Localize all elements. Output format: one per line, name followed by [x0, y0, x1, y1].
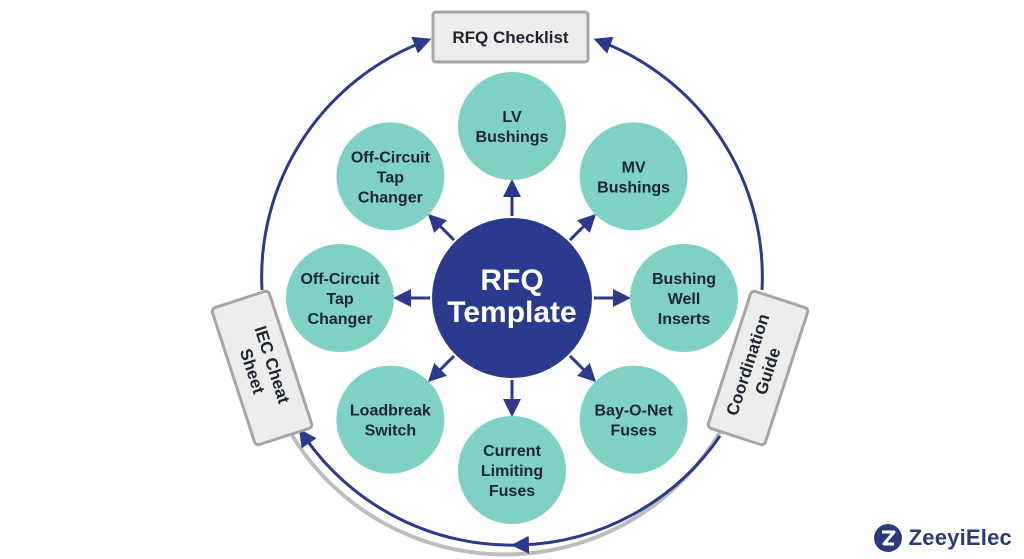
node-mv-bushings: MV Bushings — [579, 122, 688, 231]
rfq-checklist-label: RFQ Checklist — [452, 28, 569, 47]
cycle-arrow-bottom-to-left — [298, 428, 521, 547]
node-circle — [286, 244, 394, 352]
cycle-arrow-right-to-bottom — [511, 435, 722, 554]
spoke-arrow-off-circuit-tap-changer-2 — [427, 213, 456, 242]
node-label-line: Limiting — [481, 463, 543, 480]
node-circle — [458, 416, 566, 524]
node-circle — [579, 365, 688, 474]
node-label-line: Bushing — [652, 271, 716, 288]
node-label-line: Changer — [308, 311, 373, 328]
spoke-arrow-bay-o-net-fuses — [568, 354, 597, 383]
brand-name: ZeeyiElec — [908, 525, 1012, 550]
cycle-arrow-left-to-top — [260, 36, 432, 291]
node-label-line: Tap — [326, 291, 353, 308]
outer-ring-gray-arc — [288, 430, 722, 557]
node-label-line: Current — [483, 443, 541, 460]
node-label-line: MV — [622, 159, 646, 176]
node-label-line: Fuses — [610, 423, 656, 440]
cycle-arrow-top-to-right — [593, 36, 764, 291]
center-title-line-1: RFQ — [480, 264, 543, 297]
brand-logo: ZeeyiElec — [873, 523, 1012, 553]
node-label-line: Off-Circuit — [351, 149, 431, 166]
spoke-arrow-loadbreak-switch — [427, 354, 456, 383]
node-circle — [336, 122, 445, 231]
node-label-line: Tap — [377, 169, 404, 186]
spoke-arrows — [393, 179, 631, 417]
rfq-checklist-box: RFQ Checklist — [431, 10, 590, 64]
node-label-line: LV — [502, 109, 522, 126]
node-label-line: Bushings — [597, 179, 670, 196]
satellite-nodes: LVBushingsMVBushingsBushingWellInsertsBa… — [286, 72, 738, 524]
node-circle — [579, 122, 688, 231]
node-label-line: Changer — [358, 189, 423, 206]
center-hub: RFQ Template — [432, 218, 592, 378]
node-label-line: Loadbreak — [350, 403, 431, 420]
node-label-line: Bay-O-Net — [595, 403, 674, 420]
node-circle — [630, 244, 738, 352]
node-lv-bushings: LV Bushings — [458, 72, 566, 180]
node-label-line: Inserts — [658, 311, 711, 328]
node-circle — [336, 365, 445, 474]
node-label-line: Bushings — [476, 129, 549, 146]
node-label-line: Off-Circuit — [300, 271, 380, 288]
node-circle — [458, 72, 566, 180]
node-label-line: Switch — [365, 423, 417, 440]
spoke-arrow-mv-bushings — [568, 213, 597, 242]
node-label-line: Well — [668, 291, 701, 308]
z-logo-icon — [873, 524, 902, 552]
coordination-guide-box: Coordination Guide — [706, 289, 810, 447]
node-label-line: Fuses — [489, 483, 535, 500]
center-title-line-2: Template — [447, 296, 576, 329]
